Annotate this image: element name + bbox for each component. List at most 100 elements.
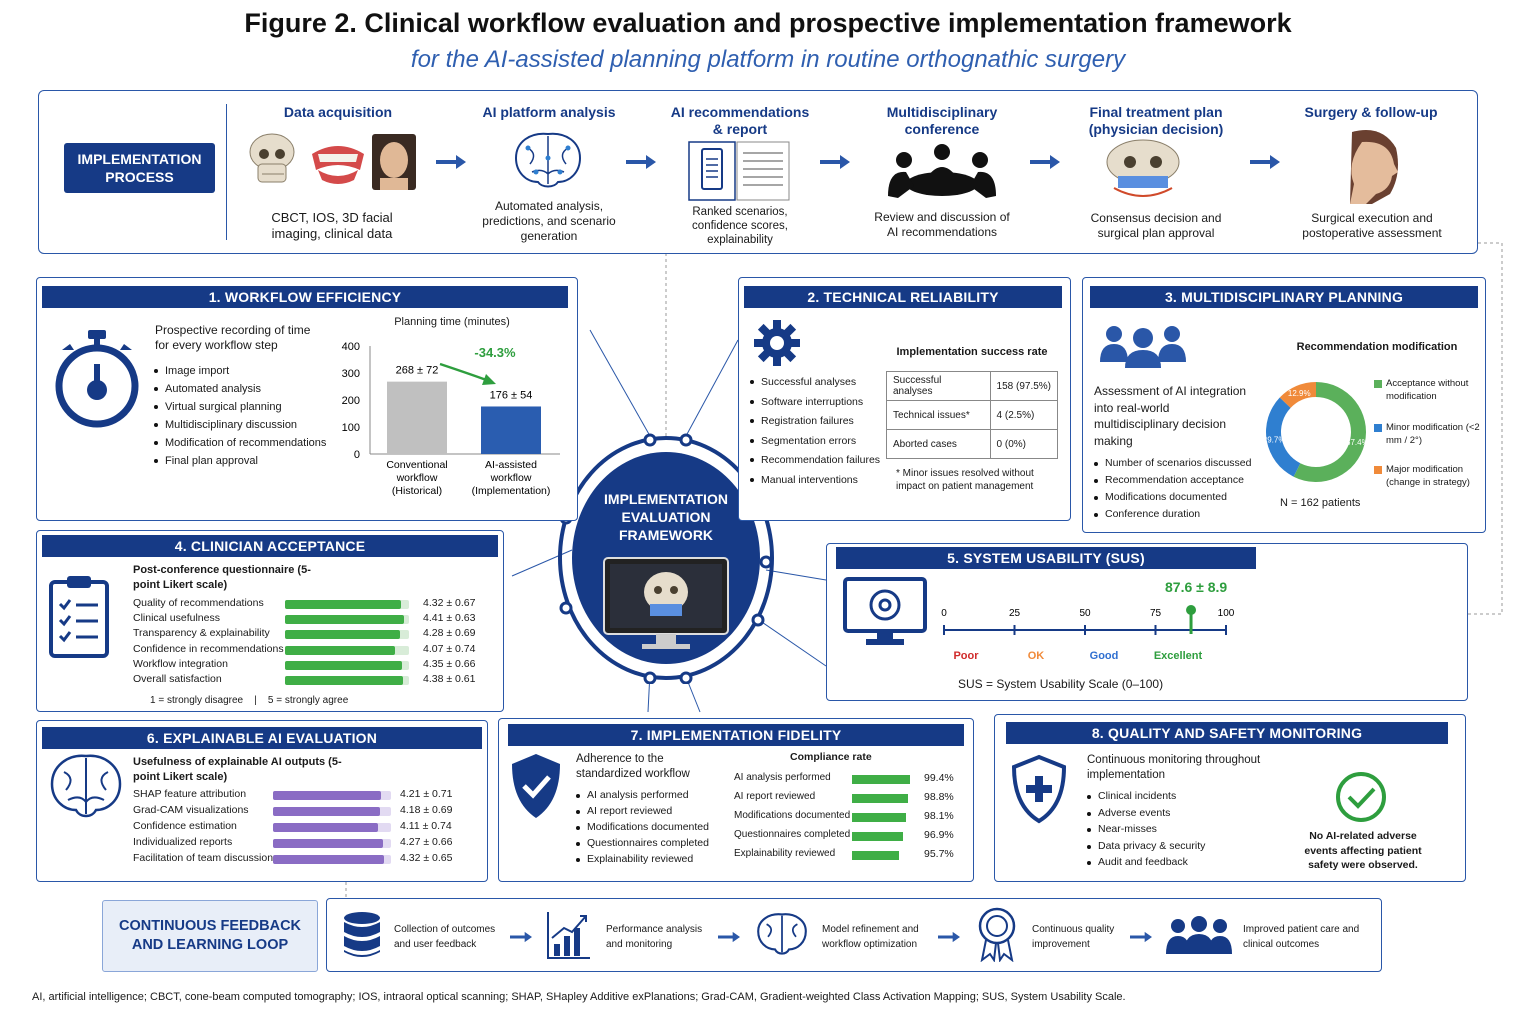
rating-row: Clinical usefulness 4.41 ± 0.63 xyxy=(133,612,593,627)
brain-icon xyxy=(50,754,122,818)
reliability-metrics-list: Successful analyses Software interruptio… xyxy=(748,373,888,490)
explainability-intro: Usefulness of explainable AI outputs (5-… xyxy=(133,756,342,783)
step-conference-desc: Review and discussion of AI recommendati… xyxy=(874,210,1010,239)
y-tick-label: 0 xyxy=(354,449,360,461)
donut-legend: Acceptance without modification Minor mo… xyxy=(1374,377,1482,493)
rating-label: Overall satisfaction xyxy=(133,673,222,685)
sus-note: SUS = System Usability Scale (0–100) xyxy=(958,677,1164,691)
table-cell: Technical issues* xyxy=(886,400,991,430)
list-item: Explainability reviewed xyxy=(574,851,734,867)
list-item: Modifications documented xyxy=(1092,489,1272,506)
list-item: Image import xyxy=(152,362,342,380)
rating-bar xyxy=(273,855,384,864)
arrow-right-icon xyxy=(436,155,466,169)
rating-label: Confidence in recommendations xyxy=(133,642,284,655)
step-data-acquisition-title: Data acquisition xyxy=(283,104,393,120)
skull-plan-icon xyxy=(1106,139,1180,197)
compliance-value: 98.1% xyxy=(924,810,954,822)
compliance-bar xyxy=(852,851,900,860)
table-row: Technical issues*4 (2.5%) xyxy=(886,400,1059,430)
report-documents-icon xyxy=(688,141,790,201)
safety-result: No AI-related adverse events affecting p… xyxy=(1304,830,1422,871)
scale-tick-label: 25 xyxy=(1009,608,1021,619)
step-ai-analysis-desc: Automated analysis, predictions, and sce… xyxy=(482,199,616,243)
compliance-label: AI analysis performed xyxy=(734,772,831,783)
x-tick-label: workflow xyxy=(396,472,438,484)
compliance-label: Explainability reviewed xyxy=(734,848,836,859)
check-circle-icon xyxy=(1336,772,1386,822)
list-item: Registration failures xyxy=(748,412,888,432)
framework-label: IMPLEMENTATION EVALUATION FRAMEWORK xyxy=(604,491,728,543)
workflow-efficiency-header: 1. WORKFLOW EFFICIENCY xyxy=(42,286,568,308)
dental-arch-icon xyxy=(312,146,364,184)
rating-bar xyxy=(273,823,379,832)
scale-band-label: Excellent xyxy=(1154,650,1203,662)
step-surgery-title: Surgery & follow-up xyxy=(1304,104,1438,120)
list-item: Conference duration xyxy=(1092,506,1272,523)
reduction-arrow-head xyxy=(482,374,496,385)
list-item: Final plan approval xyxy=(152,452,342,470)
planning-intro: Assessment of AI integration into real-w… xyxy=(1094,384,1247,448)
arrow-right-icon xyxy=(1030,155,1060,169)
brain-network-icon xyxy=(757,913,807,955)
patient-profile-icon xyxy=(1350,130,1398,204)
list-item: Clinical incidents xyxy=(1085,788,1235,805)
sus-score: 87.6 ± 8.9 xyxy=(1165,579,1228,595)
feedback-loop-panel xyxy=(326,898,1382,972)
multidisciplinary-planning-header: 3. MULTIDISCIPLINARY PLANNING xyxy=(1090,286,1478,308)
table-cell: Successful analyses xyxy=(886,371,991,401)
monitor-skull-icon xyxy=(603,557,729,649)
rating-value: 4.27 ± 0.66 xyxy=(400,836,453,848)
list-item: Modification of recommendations xyxy=(152,434,342,452)
bar xyxy=(387,381,447,454)
loop-step: Model refinement and workflow optimizati… xyxy=(822,924,919,950)
scale-band-label: Poor xyxy=(953,650,979,662)
rating-bar xyxy=(285,660,403,670)
explainable-ai-header: 6. EXPLAINABLE AI EVALUATION xyxy=(42,727,482,749)
list-item: Successful analyses xyxy=(748,373,888,393)
clinician-acceptance-header: 4. CLINICIAN ACCEPTANCE xyxy=(42,535,498,557)
legend-swatch xyxy=(1374,466,1382,474)
list-item: Adverse events xyxy=(1085,805,1235,822)
step-final-plan-title: Final treatment plan (physician decision… xyxy=(1088,104,1224,137)
legend-item: Major modification (change in strategy) xyxy=(1374,463,1482,493)
arrow-right-icon xyxy=(820,155,850,169)
x-tick-label: workflow xyxy=(490,472,532,484)
list-item: Modifications documented xyxy=(574,819,734,835)
list-item: Near-misses xyxy=(1085,821,1235,838)
rating-bar xyxy=(285,600,402,609)
workflow-steps-list: Image import Automated analysis Virtual … xyxy=(152,362,342,470)
slice-label: 12.9% xyxy=(1288,389,1311,398)
compliance-label: AI report reviewed xyxy=(734,791,816,802)
scale-tick-label: 100 xyxy=(1218,608,1235,619)
rating-label: Confidence estimation xyxy=(133,820,237,832)
step-surgery-desc: Surgical execution and postoperative ass… xyxy=(1302,211,1442,240)
list-item: Segmentation errors xyxy=(748,432,888,452)
implementation-fidelity-header: 7. IMPLEMENTATION FIDELITY xyxy=(508,724,964,746)
list-item: Automated analysis xyxy=(152,380,342,398)
data-label: 176 ± 54 xyxy=(490,389,533,401)
rating-label: Facilitation of team discussion xyxy=(133,852,274,864)
rating-value: 4.41 ± 0.63 xyxy=(423,612,476,625)
scale-band-label: Good xyxy=(1090,650,1119,662)
shield-check-icon xyxy=(512,754,560,818)
scale-tick-label: 0 xyxy=(941,608,947,619)
face-photo-icon xyxy=(372,134,416,190)
y-tick-label: 400 xyxy=(342,341,360,353)
scale-tick-label: 50 xyxy=(1079,608,1091,619)
stopwatch-icon xyxy=(55,330,139,428)
compliance-bar xyxy=(852,813,907,822)
y-tick-label: 200 xyxy=(342,395,360,407)
rating-label: Clinical usefulness xyxy=(133,612,220,625)
list-item: Multidisciplinary discussion xyxy=(152,416,342,434)
legend-label: Minor modification (<2 mm / 2°) xyxy=(1386,422,1480,446)
meeting-icon xyxy=(888,144,996,198)
rating-label: SHAP feature attribution xyxy=(133,788,247,800)
donut-slice xyxy=(1266,397,1301,477)
compliance-bar xyxy=(852,775,911,784)
